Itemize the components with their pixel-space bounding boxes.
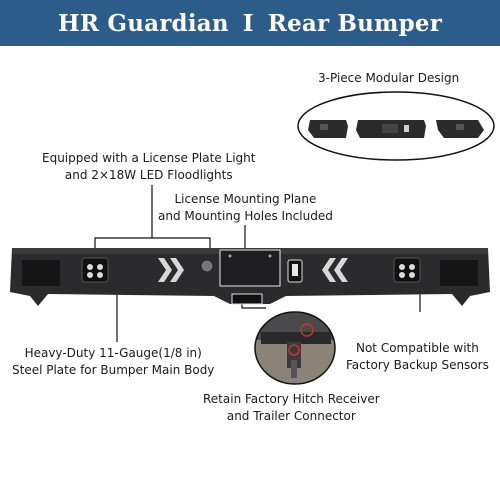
hitch-caption-line1: Retain Factory Hitch Receiver: [203, 392, 380, 406]
left-mesh-grille: [22, 260, 60, 286]
left-floodlight: [81, 257, 109, 283]
sensors-caption-line2: Factory Backup Sensors: [346, 358, 489, 372]
lights-caption-line2: and 2×18W LED Floodlights: [64, 168, 233, 182]
product-title: Rear Bumper: [267, 9, 443, 37]
hitch-caption: Retain Factory Hitch Receiver and Traile…: [203, 391, 380, 425]
lights-caption: Equipped with a License Plate Light and …: [42, 150, 255, 184]
title-separator: I: [242, 9, 254, 37]
steel-caption-line2: Steel Plate for Bumper Main Body: [12, 363, 215, 377]
right-mesh-grille: [440, 260, 478, 286]
license-plate-light: [200, 259, 214, 273]
sensors-caption: Not Compatible with Factory Backup Senso…: [346, 340, 489, 374]
bumper-piece-left: [308, 120, 348, 138]
sensors-caption-line1: Not Compatible with: [355, 341, 479, 355]
hitch-opening: [231, 293, 263, 305]
plate-caption-line1: License Mounting Plane: [174, 192, 317, 206]
hitch-caption-line2: and Trailer Connector: [226, 409, 356, 423]
right-floodlight: [393, 257, 421, 283]
modular-design-illustration: [297, 91, 495, 161]
steel-caption: Heavy-Duty 11-Gauge(1/8 in) Steel Plate …: [12, 345, 214, 379]
brand-title: HR Guardian: [57, 9, 229, 37]
lights-caption-line1: Equipped with a License Plate Light: [42, 151, 256, 165]
right-vent-slashes: [322, 258, 348, 282]
plate-caption: License Mounting Plane and Mounting Hole…: [158, 191, 333, 225]
left-vent-slashes: [158, 258, 184, 282]
rear-bumper-illustration: [10, 248, 490, 306]
plate-caption-line2: and Mounting Holes Included: [158, 209, 333, 223]
hitch-detail-photo: [254, 311, 336, 385]
title-banner: HR Guardian I Rear Bumper: [0, 0, 500, 46]
steel-caption-line1: Heavy-Duty 11-Gauge(1/8 in): [24, 346, 202, 360]
modular-caption: 3-Piece Modular Design: [318, 71, 460, 85]
bumper-piece-right: [436, 120, 484, 138]
bumper-piece-center: [356, 120, 426, 138]
